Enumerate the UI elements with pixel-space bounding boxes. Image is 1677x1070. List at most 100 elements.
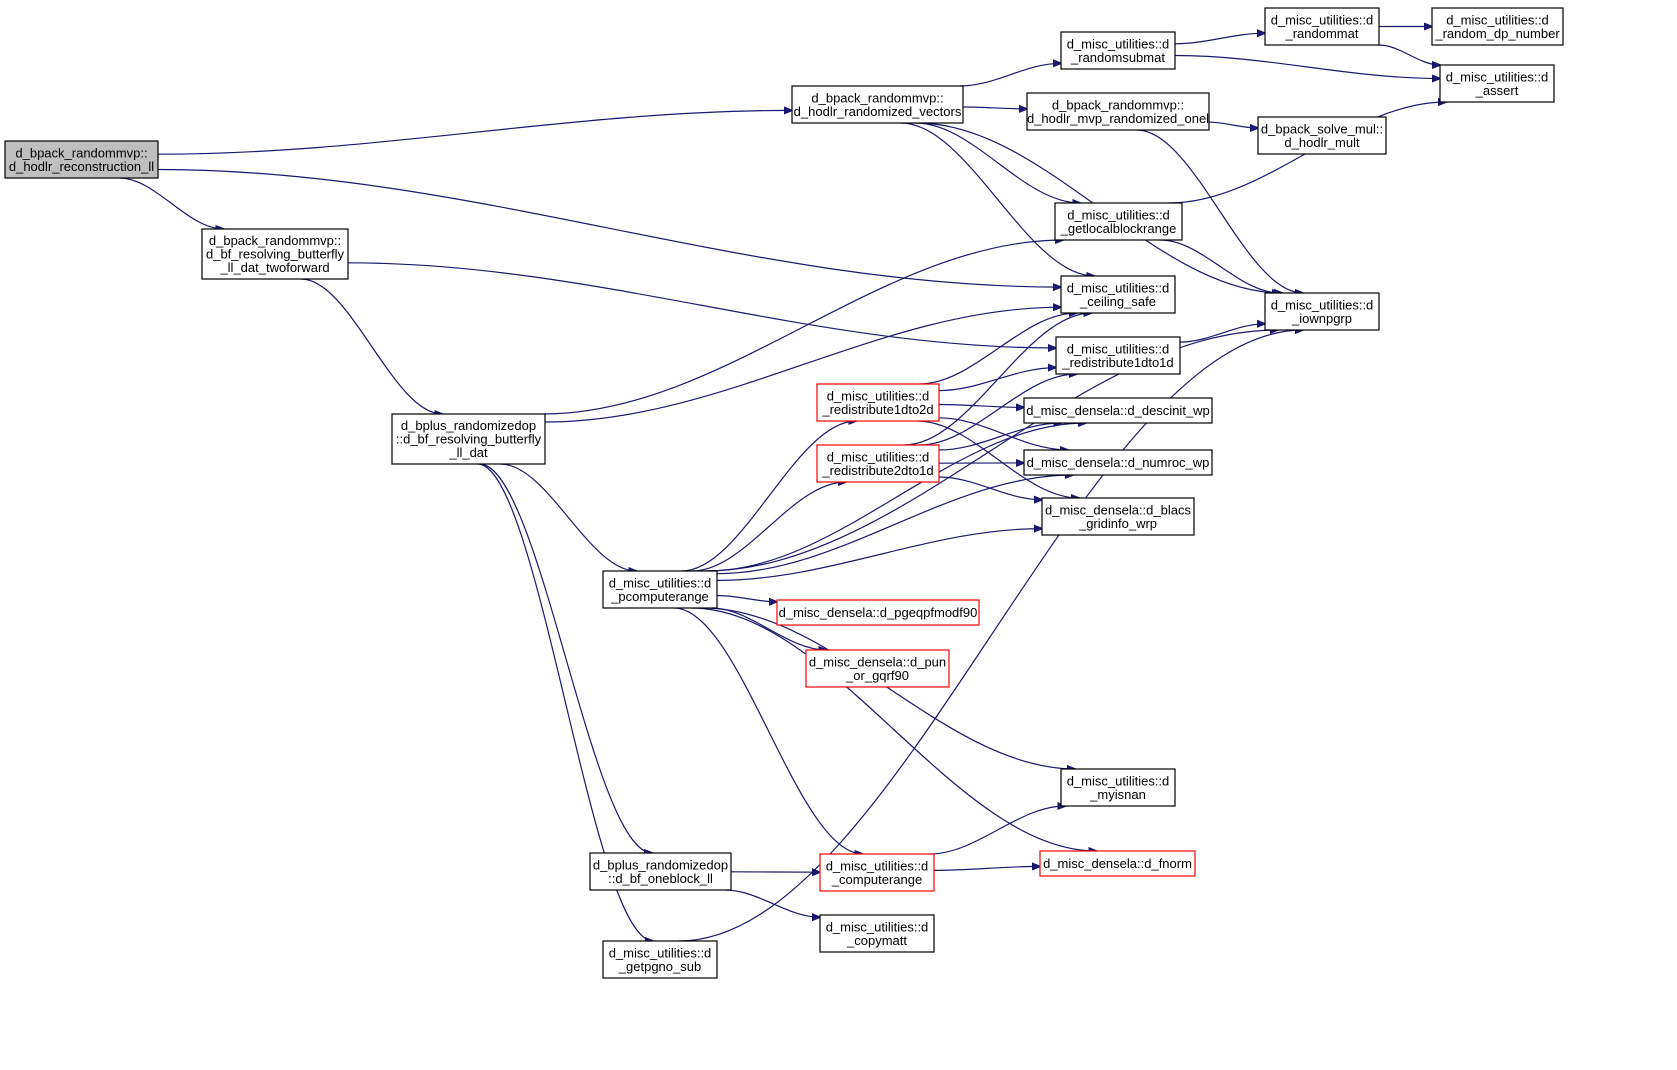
edge-pcomputerange-to-myisnan xyxy=(702,607,1075,769)
node-label-line: d_misc_utilities::d xyxy=(1067,773,1170,788)
edge-line xyxy=(704,330,1278,572)
node-random-dp[interactable]: d_misc_utilities::d_random_dp_number xyxy=(1431,7,1564,46)
edge-redist1dto2d-to-numroc xyxy=(938,417,1068,450)
edge-line xyxy=(702,607,1075,769)
node-label-line: d_misc_utilities::d xyxy=(827,388,930,403)
node-label-line: d_bpack_randommvp:: xyxy=(209,233,341,248)
edge-line xyxy=(1160,239,1280,293)
node-mvp-onel[interactable]: d_bpack_randommvp::d_hodlr_mvp_randomize… xyxy=(1026,92,1210,131)
node-randomsubmat[interactable]: d_misc_utilities::d_randomsubmat xyxy=(1060,31,1176,70)
edge-line xyxy=(915,122,1081,203)
edge-pcomputerange-to-blacs xyxy=(716,529,1042,581)
edge-line xyxy=(916,420,1079,498)
edge-root-to-hodlr-rv xyxy=(157,110,792,155)
edges-layer xyxy=(119,27,1446,942)
edge-pcomputerange-to-pgeqpf xyxy=(716,594,777,602)
edge-line xyxy=(938,476,1042,500)
node-descinit[interactable]: d_misc_densela::d_descinit_wp xyxy=(1023,397,1213,424)
edge-mvp-onel-to-iownpgrp xyxy=(1136,129,1303,293)
node-assert[interactable]: d_misc_utilities::d_assert xyxy=(1439,64,1555,103)
node-label-line: d_hodlr_reconstruction_ll xyxy=(9,159,154,174)
edge-line xyxy=(933,866,1040,871)
edge-hodlr-rv-to-getlocalblockrange xyxy=(915,122,1081,203)
node-randommat[interactable]: d_misc_utilities::d_randommat xyxy=(1264,7,1380,46)
node-redist1dto2d[interactable]: d_misc_utilities::d_redistribute1dto2d xyxy=(816,383,940,422)
node-fnorm[interactable]: d_misc_densela::d_fnorm xyxy=(1039,850,1196,877)
node-getlocalblockrange[interactable]: d_misc_utilities::d_getlocalblockrange xyxy=(1054,202,1183,241)
edge-bplus-resolving-to-oneblock xyxy=(479,463,653,853)
edge-bplus-resolving-to-getlocalblockrange xyxy=(543,240,1063,415)
node-label-line: d_misc_utilities::d xyxy=(826,919,929,934)
node-solve-mul[interactable]: d_bpack_solve_mul::d_hodlr_mult xyxy=(1257,116,1387,155)
node-copymatt[interactable]: d_misc_utilities::d_copymatt xyxy=(819,914,935,953)
edge-redist1dto1d-to-iownpgrp xyxy=(1179,324,1265,343)
node-label-line: d_misc_utilities::d xyxy=(1067,341,1170,356)
node-label-line: _random_dp_number xyxy=(1434,26,1560,41)
edge-redist1dto2d-to-blacs xyxy=(916,420,1079,498)
node-label-line: d_misc_densela::d_pun xyxy=(809,654,946,669)
node-box xyxy=(1264,292,1380,331)
edge-line xyxy=(938,423,1061,451)
node-hodlr-rv[interactable]: d_bpack_randommvp::d_hodlr_randomized_ve… xyxy=(791,85,964,124)
node-ceiling-safe[interactable]: d_misc_utilities::d_ceiling_safe xyxy=(1060,275,1176,314)
node-numroc[interactable]: d_misc_densela::d_numroc_wp xyxy=(1023,449,1213,476)
edge-pcomputerange-to-descinit xyxy=(707,423,1086,572)
node-box xyxy=(1041,497,1195,536)
node-label-line: d_misc_utilities::d xyxy=(826,858,929,873)
edge-line xyxy=(500,463,636,571)
node-root[interactable]: d_bpack_randommvp::d_hodlr_reconstructio… xyxy=(4,140,159,179)
edge-line xyxy=(544,307,1061,423)
node-label-line: d_hodlr_mvp_randomized_onel xyxy=(1027,111,1209,126)
node-blacs[interactable]: d_misc_densela::d_blacs_gridinfo_wrp xyxy=(1041,497,1195,536)
node-box xyxy=(805,649,950,688)
edge-line xyxy=(716,475,1073,575)
node-pun[interactable]: d_misc_densela::d_pun_or_gqrf90 xyxy=(805,649,950,688)
edge-pcomputerange-to-redist1dto2d xyxy=(681,421,857,572)
node-myisnan[interactable]: d_misc_utilities::d_myisnan xyxy=(1060,768,1176,807)
edge-hodlr-rv-to-mvp-onel xyxy=(962,107,1027,109)
node-pcomputerange[interactable]: d_misc_utilities::d_pcomputerange xyxy=(602,570,718,609)
node-computerange[interactable]: d_misc_utilities::d_computerange xyxy=(819,853,935,892)
node-label-line: _or_gqrf90 xyxy=(845,668,909,683)
edge-root-to-ceiling-safe xyxy=(157,168,1061,288)
nodes-layer: d_bpack_randommvp::d_hodlr_reconstructio… xyxy=(4,7,1564,979)
node-box xyxy=(602,940,718,979)
node-pgeqpf[interactable]: d_misc_densela::d_pgeqpfmodf90 xyxy=(776,599,980,626)
node-box xyxy=(1060,768,1176,807)
node-label-line: d_bpack_randommvp:: xyxy=(811,90,943,105)
edge-line xyxy=(479,463,653,853)
node-label-line: _redistribute2dto1d xyxy=(821,463,933,478)
node-label-line: d_bpack_solve_mul:: xyxy=(1261,121,1383,136)
node-box xyxy=(589,852,732,891)
node-box xyxy=(791,85,964,124)
node-bf-twoforward[interactable]: d_bpack_randommvp::d_bf_resolving_butter… xyxy=(201,228,349,280)
edge-line xyxy=(716,594,777,602)
node-label-line: _myisnan xyxy=(1089,787,1146,802)
node-box xyxy=(816,444,940,483)
node-label-line: d_hodlr_mult xyxy=(1284,135,1360,150)
node-redist1dto1d[interactable]: d_misc_utilities::d_redistribute1dto1d xyxy=(1055,336,1181,375)
node-label-line: _computerange xyxy=(831,872,922,887)
edge-randomsubmat-to-assert xyxy=(1174,54,1440,79)
edge-line xyxy=(1378,44,1440,65)
node-label-line: d_bpack_randommvp:: xyxy=(15,145,147,160)
node-bplus-resolving[interactable]: d_bplus_randomizedop::d_bf_resolving_but… xyxy=(391,413,546,465)
edge-line xyxy=(938,417,1068,450)
edge-line xyxy=(725,889,820,917)
edge-line xyxy=(119,177,223,229)
edge-line xyxy=(929,806,1066,855)
edge-line xyxy=(681,421,857,572)
node-label-line: d_misc_utilities::d xyxy=(1446,69,1549,84)
node-iownpgrp[interactable]: d_misc_utilities::d_iownpgrp xyxy=(1264,292,1380,331)
node-redist2dto1d[interactable]: d_misc_utilities::d_redistribute2dto1d xyxy=(816,444,940,483)
node-oneblock[interactable]: d_bplus_randomizedop::d_bf_oneblock_ll xyxy=(589,852,732,891)
edge-line xyxy=(690,607,1097,851)
node-box xyxy=(391,413,546,465)
edge-line xyxy=(1136,129,1303,293)
node-box xyxy=(1055,336,1181,375)
node-getpgno[interactable]: d_misc_utilities::d_getpgno_sub xyxy=(602,940,718,979)
node-box xyxy=(1039,850,1196,877)
node-label-line: d_hodlr_randomized_vectors xyxy=(794,104,962,119)
edge-mvp-onel-to-solve-mul xyxy=(1208,121,1258,128)
